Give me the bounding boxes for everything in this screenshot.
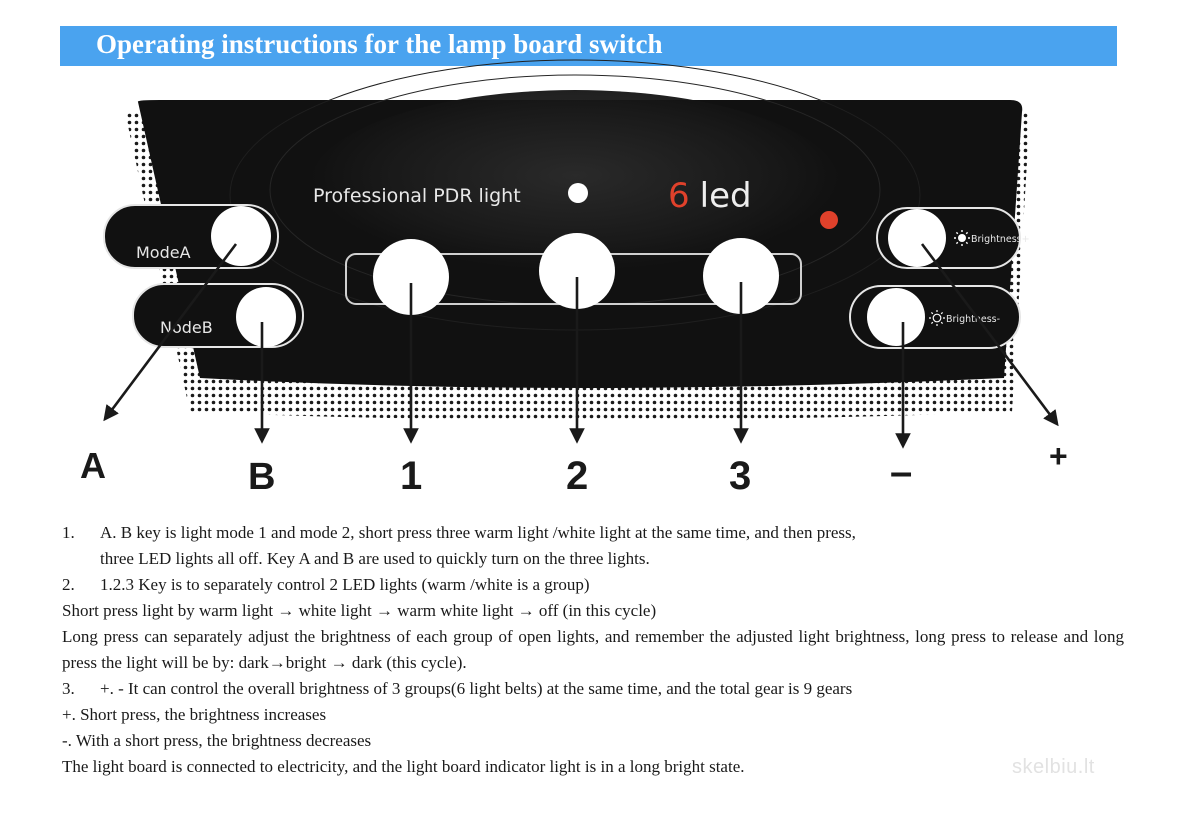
key-label-b: B [248, 456, 276, 498]
pointer-line-a [103, 243, 238, 422]
instruction-2-line-1: 1.2.3 Key is to separately control 2 LED… [100, 575, 590, 594]
power-indicator-led [820, 211, 838, 229]
pointer-arrows [103, 243, 1059, 449]
key-label-1: 1 [400, 454, 423, 498]
watermark: skelbiu.lt [1012, 756, 1095, 778]
instruction-1: 1. A. B key is light mode 1 and mode 2, s… [62, 520, 1124, 546]
instruction-1-line-1: A. B key is light mode 1 and mode 2, sho… [100, 523, 856, 542]
instruction-2-line-2: Short press light by warm light → white … [62, 601, 657, 620]
instruction-3-line-3: -. With a short press, the brightness de… [62, 731, 372, 750]
key-label-minus: – [890, 450, 913, 494]
key-label-plus: + [1049, 438, 1068, 474]
instruction-3-line-2: +. Short press, the brightness increases [62, 705, 327, 724]
key-label-a: A [80, 445, 106, 486]
pointer-line-plus [920, 243, 1059, 427]
mode-a-label: ModeA [136, 243, 191, 262]
page-title: Operating instructions for the lamp boar… [96, 29, 663, 59]
key-2-button [539, 233, 615, 309]
instruction-1-number: 1. [62, 523, 75, 542]
mode-a-button [211, 206, 271, 266]
led-text: led [700, 176, 752, 216]
mode-b-label: NodeB [160, 318, 213, 337]
indicator-white-dot [568, 183, 588, 203]
instruction-3-line-4: The light board is connected to electric… [62, 757, 745, 776]
brightness-plus-label: Brightness+ [971, 234, 1030, 245]
brightness-plus-button [888, 209, 946, 267]
key-label-3: 3 [729, 454, 752, 498]
product-label: Professional PDR light [313, 185, 521, 207]
brightness-minus-button [867, 288, 925, 346]
brightness-minus-label: Brightness- [946, 314, 1000, 325]
mode-b-button [236, 287, 296, 347]
sun-icon [954, 230, 970, 246]
key-1-button [373, 239, 449, 315]
instruction-2-line-3: Long press can separately adjust the bri… [62, 627, 1124, 672]
sun-outline-icon [929, 310, 945, 326]
instruction-2: 2. 1.2.3 Key is to separately control 2 L… [62, 572, 1124, 598]
instruction-3: 3. +. - It can control the overall bright… [62, 676, 1124, 702]
instructions-list: 1. A. B key is light mode 1 and mode 2, s… [62, 520, 1124, 780]
led-count: 6 [668, 176, 690, 216]
key-3-button [703, 238, 779, 314]
instruction-2-number: 2. [62, 575, 75, 594]
instruction-3-number: 3. [62, 679, 75, 698]
instruction-1-line-2: three LED lights all off. Key A and B ar… [100, 549, 650, 568]
title-banner: Operating instructions for the lamp boar… [60, 26, 1117, 66]
instruction-3-line-1: +. - It can control the overall brightne… [100, 679, 853, 698]
key-label-2: 2 [566, 454, 589, 498]
